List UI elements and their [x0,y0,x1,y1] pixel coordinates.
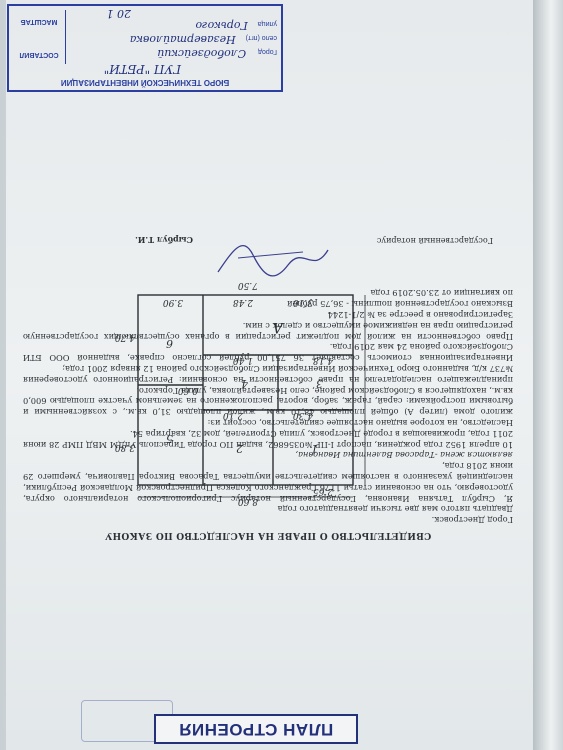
floor-plan-drawing: 8.60 7.50 2.65 3.80 4.70 4.30 2.10 4.18 … [115,280,366,506]
bti-stamp: БЮРО ТЕХНИЧЕСКОЙ ИНВЕНТАРИЗАЦИИ ГУП "РБТ… [7,4,283,92]
bti-street-label: улица [257,20,277,27]
bti-city-value: Слободзейский [157,47,247,60]
room-number: 6 [166,337,173,350]
bti-city-row: Город Слободзейский [157,47,277,60]
bti-header-handwritten: ГУП "РБТИ" [103,62,181,76]
dimension-label: 7.50 [238,280,258,290]
certificate-city: Город Днестровск. [431,515,513,526]
dimension-label: 4.30 [293,410,314,420]
bti-date-row: 20 1 [107,7,132,20]
dimension-label: 2.65 [313,486,334,496]
dimension-label: 4.18 [313,355,334,365]
bti-street-value: Горького [195,19,248,32]
room-number: 1 [311,442,318,455]
upside-down-content: СВИДЕТЕЛЬСТВО О ПРАВЕ НА НАСЛЕДСТВО ПО З… [6,0,533,750]
bti-village-row: село (пгт) Незавертайловка [130,33,277,46]
dimension-label: 0.60 [178,385,198,395]
dimension-label: 3.90 [163,297,183,307]
signer-name: Сырбул Т.И. [135,235,193,245]
dimension-label: 2.48 [233,297,254,307]
dimension-label: 3.80 [115,442,135,452]
floor-plan: 8.60 7.50 2.65 3.80 4.70 4.30 2.10 4.18 … [113,271,373,506]
bti-organization: БЮРО ТЕХНИЧЕСКОЙ ИНВЕНТАРИЗАЦИИ [60,78,230,87]
room-number: 4 [241,377,249,390]
document-sheet: СВИДЕТЕЛЬСТВО О ПРАВЕ НА НАСЛЕДСТВО ПО З… [6,0,533,750]
dimension-label: 1.40 [233,355,253,365]
bti-scale-label: МАСШТАБ [20,18,58,25]
dimension-label: 4.70 [115,332,136,342]
building-letter: А [272,319,284,335]
bti-village-value: Незавертайловка [129,33,236,46]
adjacent-page-edge [532,0,563,750]
bti-street-row: улица Горького [195,19,277,32]
room-number: 2 [236,442,244,455]
bti-compiled-label: СОСТАВИЛ [19,51,59,58]
bti-village-label: село (пгт) [245,34,277,41]
certificate-heading: СВИДЕТЕЛЬСТВО О ПРАВЕ НА НАСЛЕДСТВО ПО З… [104,530,432,540]
bti-date-handwritten: 20 1 [106,7,132,20]
handwritten-signature [213,236,333,280]
dimension-label: 3.10 [293,297,313,307]
dimension-label: 2.10 [223,410,244,420]
plan-outer-wall [137,294,354,486]
room-number: 3 [316,377,323,390]
bti-city-label: Город [258,48,277,55]
bti-right-column: СОСТАВИЛ МАСШТАБ [13,10,66,64]
room-number: 5 [166,432,173,445]
dimension-label: 8.60 [238,496,258,506]
plan-title: ПЛАН СТРОЕНИЯ [154,714,358,744]
certificate-date: Двадцать пятого мая две тысячи девятнадц… [277,504,513,515]
